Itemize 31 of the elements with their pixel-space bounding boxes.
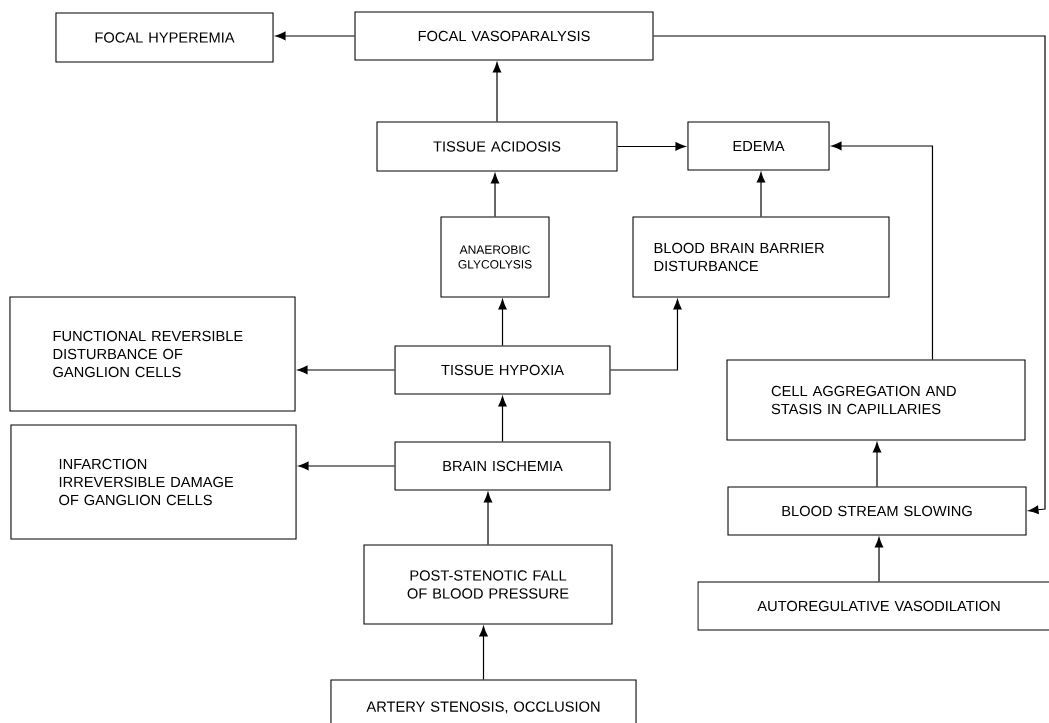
process-box: FOCAL VASOPARALYSIS	[354, 11, 654, 61]
process-box: POST-STENOTIC FALL OF BLOOD PRESSURE	[363, 544, 613, 625]
process-box: ARTERY STENOSIS, OCCLUSION	[330, 679, 637, 723]
arrow	[756, 172, 766, 218]
arrow	[479, 626, 488, 681]
arrow	[609, 299, 682, 371]
arrow	[874, 537, 884, 583]
arrow	[490, 173, 500, 218]
arrow	[616, 142, 686, 151]
arrow	[831, 141, 934, 361]
arrow	[498, 299, 507, 347]
process-box: AUTOREGULATIVE VASODILATION	[697, 581, 1049, 631]
arrow	[298, 461, 396, 471]
arrow	[483, 492, 493, 546]
process-box: INFARCTION IRREVERSIBLE DAMAGE OF GANGLION CELLS	[10, 424, 297, 540]
arrow	[872, 442, 882, 488]
process-box: BLOOD STREAM SLOWING	[727, 486, 1027, 536]
process-box: BRAIN ISCHEMIA	[394, 441, 611, 491]
process-box: EDEMA	[687, 121, 830, 171]
arrow	[492, 62, 502, 123]
arrow	[652, 35, 1046, 514]
arrow	[297, 365, 396, 375]
process-box: TISSUE HYPOXIA	[394, 345, 611, 395]
process-box: ANAEROBIC GLYCOLYSIS	[440, 216, 550, 298]
process-box: BLOOD BRAIN BARRIER DISTURBANCE	[632, 216, 890, 298]
process-box: CELL AGGREGATION AND STASIS IN CAPILLARIES	[726, 359, 1026, 441]
process-box: TISSUE ACIDOSIS	[376, 121, 618, 172]
process-box: FOCAL HYPEREMIA	[55, 12, 274, 63]
arrow	[498, 396, 507, 443]
process-box: FUNCTIONAL REVERSIBLE DISTURBANCE OF GANGLION CELLS	[9, 296, 296, 412]
arrow	[275, 31, 356, 41]
